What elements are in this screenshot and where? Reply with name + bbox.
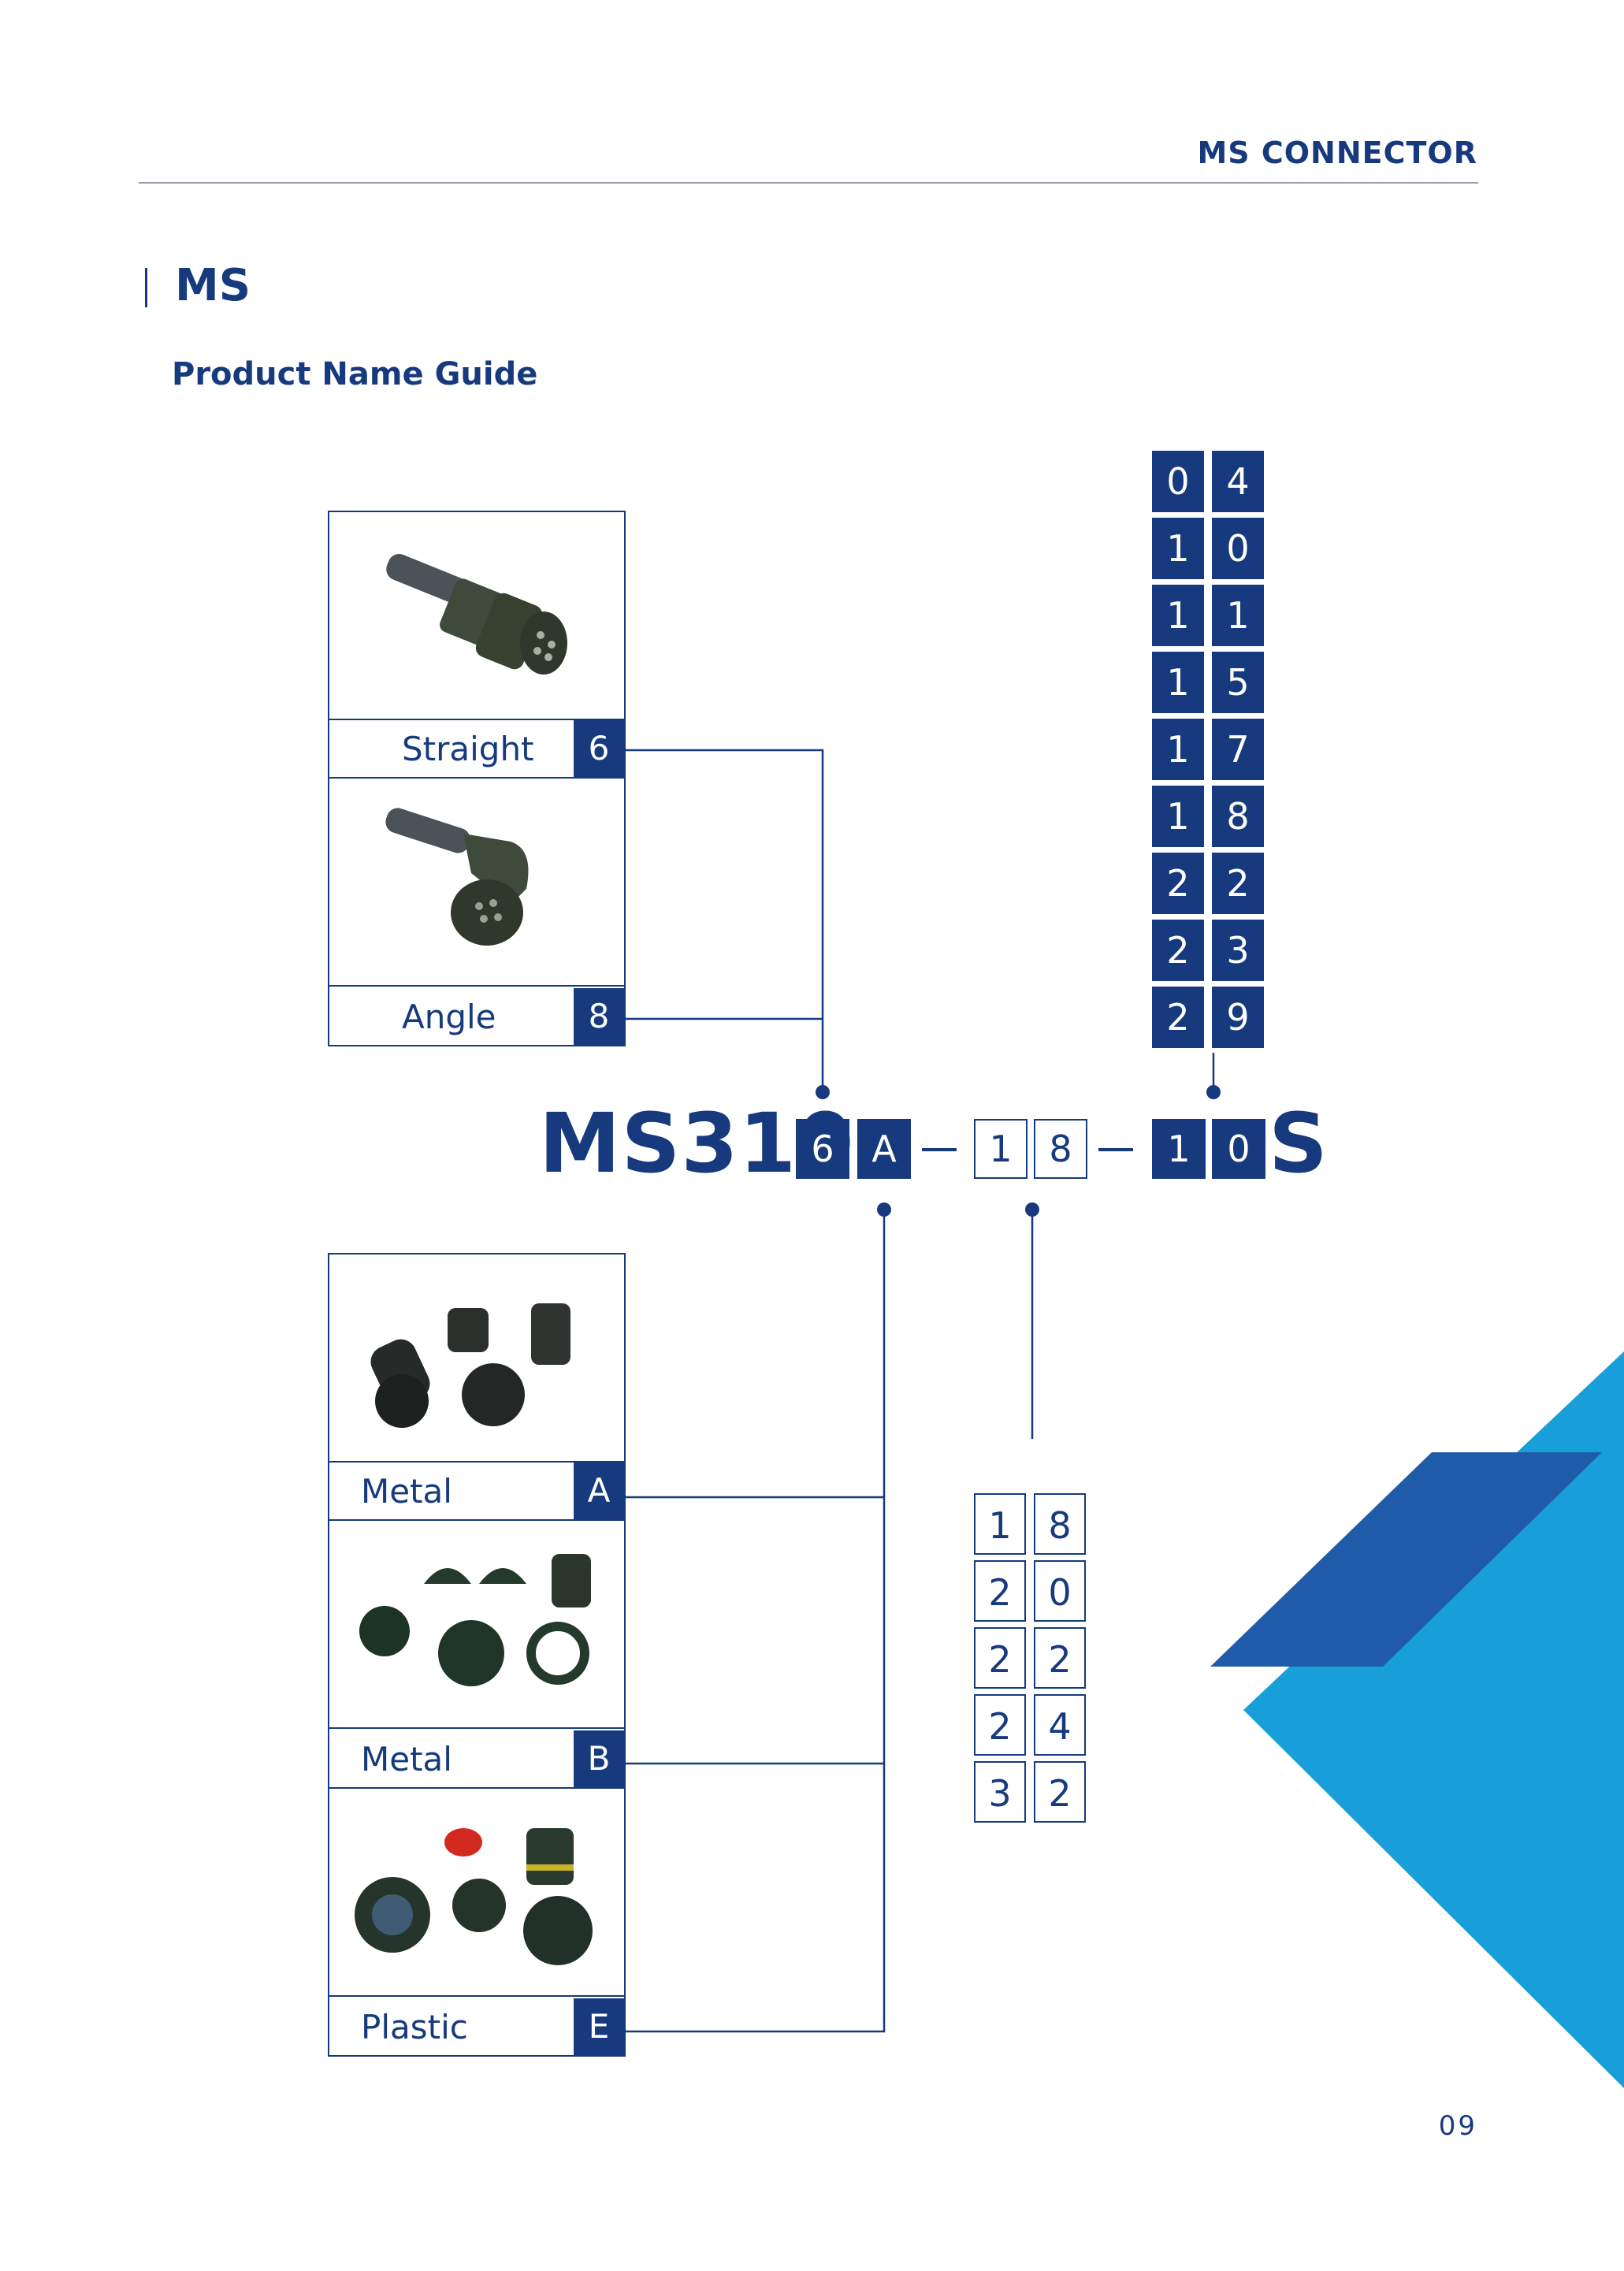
- label-angle: Angle: [402, 998, 496, 1036]
- dot-insert: [1206, 1085, 1221, 1099]
- insert-cell: 0: [1212, 518, 1264, 579]
- light-blue-triangle: [1243, 1351, 1624, 2088]
- insert-cell: 2: [1212, 853, 1264, 914]
- size-cell: 2: [974, 1560, 1026, 1622]
- size-cell: 2: [974, 1694, 1026, 1756]
- size-cell: 4: [1034, 1694, 1086, 1756]
- card-plastic-e: Plastic E: [328, 1789, 626, 2057]
- card-metal-a: Metal A: [328, 1253, 626, 1521]
- plastic-e-parts-image: [329, 1789, 624, 1997]
- model-insert-digit-2: 0: [1212, 1119, 1265, 1179]
- insert-cell: 1: [1152, 719, 1204, 780]
- header-title: MS CONNECTOR: [1197, 136, 1477, 170]
- insert-cell: 5: [1212, 652, 1264, 713]
- size-cell: 2: [1034, 1627, 1086, 1689]
- code-e: E: [574, 1998, 624, 2055]
- code-b: B: [574, 1730, 624, 1787]
- insert-cell: 3: [1212, 920, 1264, 981]
- insert-cell: 1: [1212, 585, 1264, 646]
- insert-cell: 0: [1152, 451, 1204, 512]
- model-size-digit-2: 8: [1034, 1119, 1087, 1179]
- insert-cell: 1: [1152, 786, 1204, 847]
- size-cell: 8: [1034, 1493, 1086, 1555]
- metal-b-parts-image: [329, 1521, 624, 1729]
- insert-cell: 9: [1212, 987, 1264, 1048]
- size-cell: 0: [1034, 1560, 1086, 1622]
- size-cell: 2: [1034, 1761, 1086, 1823]
- dot-shell: [816, 1085, 830, 1099]
- insert-cell: 8: [1212, 786, 1264, 847]
- model-material-code: A: [857, 1119, 911, 1179]
- label-row-angle: Angle 8: [329, 988, 624, 1045]
- insert-cell: 2: [1152, 987, 1204, 1048]
- metal-a-parts-image: [329, 1254, 624, 1463]
- section-subtitle: Product Name Guide: [172, 356, 538, 392]
- section-title: MS: [175, 260, 251, 311]
- line-straight: [626, 749, 824, 1092]
- insert-cell: 1: [1152, 585, 1204, 646]
- size-cell: 1: [974, 1493, 1026, 1555]
- card-straight: Straight 6: [328, 511, 626, 779]
- page-number: 09: [1438, 2110, 1477, 2142]
- label-row-metal-b: Metal B: [329, 1730, 624, 1787]
- size-cell: 2: [974, 1627, 1026, 1689]
- label-metal-a: Metal: [361, 1472, 452, 1511]
- label-straight: Straight: [402, 730, 534, 768]
- straight-connector-image: [329, 512, 624, 720]
- label-metal-b: Metal: [361, 1740, 452, 1779]
- insert-cell: 2: [1152, 920, 1204, 981]
- model-suffix: S: [1269, 1095, 1328, 1191]
- model-dash-1: [922, 1148, 957, 1151]
- dark-blue-parallelogram: [1210, 1452, 1602, 1667]
- card-metal-b: Metal B: [328, 1521, 626, 1789]
- section-marker: [145, 268, 147, 307]
- insert-cell: 1: [1152, 652, 1204, 713]
- label-row-straight: Straight 6: [329, 720, 624, 777]
- code-a: A: [574, 1463, 624, 1519]
- code-8: 8: [574, 988, 624, 1045]
- header-divider: [139, 182, 1478, 184]
- size-cell: 3: [974, 1761, 1026, 1823]
- line-plastic: [626, 1210, 886, 2033]
- insert-cell: 1: [1152, 518, 1204, 579]
- model-insert-digit-1: 1: [1152, 1119, 1206, 1179]
- insert-cell: 7: [1212, 719, 1264, 780]
- model-shell-code: 6: [796, 1119, 849, 1179]
- dot-size: [1025, 1202, 1039, 1217]
- angle-connector-image: [329, 779, 624, 987]
- model-dash-2: [1098, 1148, 1133, 1151]
- card-angle: Angle 8: [328, 779, 626, 1046]
- label-row-metal-a: Metal A: [329, 1463, 624, 1519]
- model-size-digit-1: 1: [974, 1119, 1028, 1179]
- label-plastic: Plastic: [361, 2008, 468, 2046]
- label-row-plastic-e: Plastic E: [329, 1998, 624, 2055]
- insert-cell: 4: [1212, 451, 1264, 512]
- dot-material: [877, 1202, 891, 1217]
- code-6: 6: [574, 720, 624, 777]
- insert-cell: 2: [1152, 853, 1204, 914]
